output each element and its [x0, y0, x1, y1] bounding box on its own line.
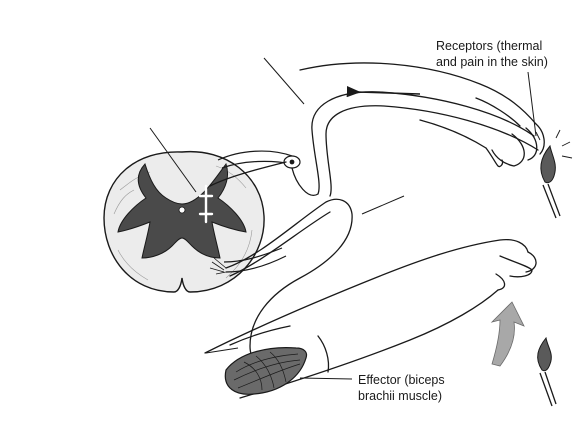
- spinal-cord-cross-section: [103, 150, 301, 293]
- flame-icon: [537, 336, 557, 407]
- receptors-label-line1: Receptors (thermal: [436, 39, 543, 53]
- biceps-muscle: [224, 347, 308, 395]
- effector-label-line2: brachii muscle): [358, 389, 443, 403]
- receptors-label: Receptors (thermal and pain in the skin): [436, 38, 548, 70]
- effector-label-line1: Effector (biceps: [358, 373, 445, 387]
- effector-label: Effector (biceps brachii muscle): [358, 372, 445, 404]
- leader-lines: [149, 57, 537, 380]
- lower-arm: [204, 238, 537, 399]
- flame-icon: [535, 129, 573, 219]
- left-arrow-icon: [346, 86, 421, 98]
- upward-arrow-icon: [490, 301, 525, 367]
- nerve-pathway: [209, 91, 539, 361]
- upper-arm-hand: [299, 62, 545, 168]
- receptors-label-line2: and pain in the skin): [436, 55, 548, 69]
